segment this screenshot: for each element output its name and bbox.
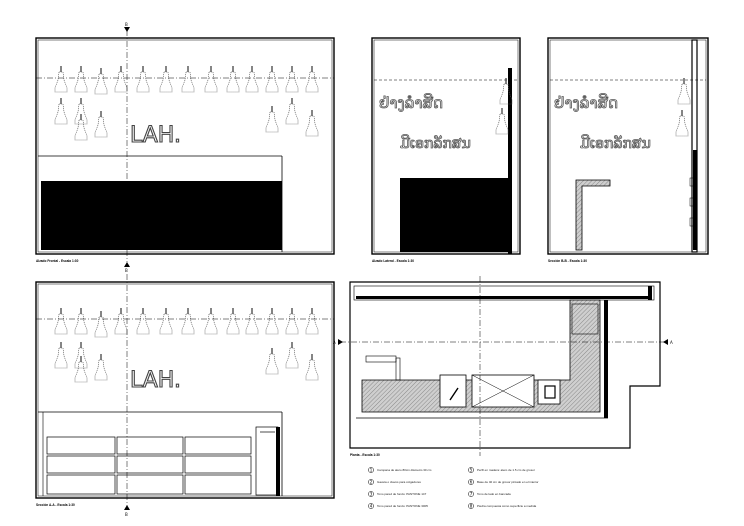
legend-num: 1 — [370, 468, 373, 473]
caption-plan: Planta - Escala 1:30 — [350, 453, 380, 457]
panel-section-aa: LAH. Sección A-A - Escala 1:30 — [35, 281, 335, 507]
pendant-lamps-front — [54, 65, 319, 141]
counter-drawers — [46, 426, 279, 496]
caption-section-aa: Sección A-A - Escala 1:30 — [36, 503, 75, 507]
signage-line1-section: ຢ່າງລຳສີດ — [554, 93, 618, 112]
caption-section-bb: Sección B-B - Escala 1:30 — [548, 259, 587, 263]
legend-text: Tono pared de fondo: PANTONE 147 — [377, 492, 427, 496]
legend-item-8: 8 Piedra compuesta como superficie a med… — [468, 503, 537, 509]
legend-num: 8 — [470, 504, 473, 509]
panel-section-bb: ຢ່າງລຳສີດ ມີເອກລັກສນ Sección B-B - Escal… — [547, 37, 709, 263]
legend-text: Base de 40 cm de grosor pintado en el in… — [477, 480, 539, 484]
panel-floor-plan: Planta - Escala 1:30 — [349, 281, 661, 457]
legend-text: Tono pared de fondo: PANTONE 3005 — [377, 504, 428, 508]
caption-front: Alzado Frontal - Escala 1:30 — [36, 259, 79, 263]
legend-text: Piedra compuesta como superficie a medid… — [477, 504, 537, 508]
legend-item-2: 2 Gaveta o clavos para colgadores — [368, 479, 421, 485]
panel-front-elevation: LAH. Alzado Frontal - Escala 1:30 — [35, 37, 335, 263]
marker-b-bottom: B — [125, 268, 128, 273]
logo-text-section: LAH. — [130, 368, 181, 393]
legend-text: Perfil en madera: alero de 1.5 cm de gro… — [477, 468, 535, 472]
legend-num: 3 — [370, 492, 373, 497]
legend-num: 4 — [370, 504, 373, 509]
legend-num: 5 — [470, 468, 473, 473]
section-markers: B B B A A — [124, 22, 673, 517]
panel-lateral-elevation: ຢ່າງລຳສີດ ມີເອກລັກສນ Alzado Lateral - Es… — [371, 37, 521, 263]
legend: 1 Campana de alero 80cm diámetro 30 cm 2… — [368, 467, 539, 509]
signage-line2-lateral: ມີເອກລັກສນ — [400, 134, 471, 152]
marker-b-top: B — [125, 22, 128, 27]
legend-num: 2 — [370, 480, 373, 485]
legend-num: 6 — [470, 480, 473, 485]
signage-line1-lateral: ຢ່າງລຳສີດ — [379, 93, 443, 112]
legend-item-4: 4 Tono pared de fondo: PANTONE 3005 — [368, 503, 428, 509]
counter-side — [400, 178, 510, 252]
legend-text: Tono de lado en bancada — [477, 492, 511, 496]
legend-item-3: 3 Tono pared de fondo: PANTONE 147 — [368, 491, 427, 497]
counter-block — [41, 181, 282, 250]
signage-line2-section: ມີເອກລັກສນ — [580, 134, 651, 152]
marker-a-left: A — [333, 340, 336, 345]
legend-item-6: 6 Base de 40 cm de grosor pintado en el … — [468, 479, 539, 485]
legend-text: Campana de alero 80cm diámetro 30 cm — [377, 468, 432, 472]
caption-lateral: Alzado Lateral - Escala 1:30 — [372, 259, 414, 263]
marker-a-right: A — [670, 340, 673, 345]
legend-text: Gaveta o clavos para colgadores — [377, 480, 421, 484]
legend-item-7: 7 Tono de lado en bancada — [468, 491, 511, 497]
legend-item-5: 5 Perfil en madera: alero de 1.5 cm de g… — [468, 467, 535, 473]
legend-item-1: 1 Campana de alero 80cm diámetro 30 cm — [368, 467, 432, 473]
marker-b-section: B — [125, 512, 128, 517]
logo-text-front: LAH. — [130, 123, 181, 148]
section-cut-lines — [36, 30, 666, 508]
legend-num: 7 — [470, 492, 473, 497]
